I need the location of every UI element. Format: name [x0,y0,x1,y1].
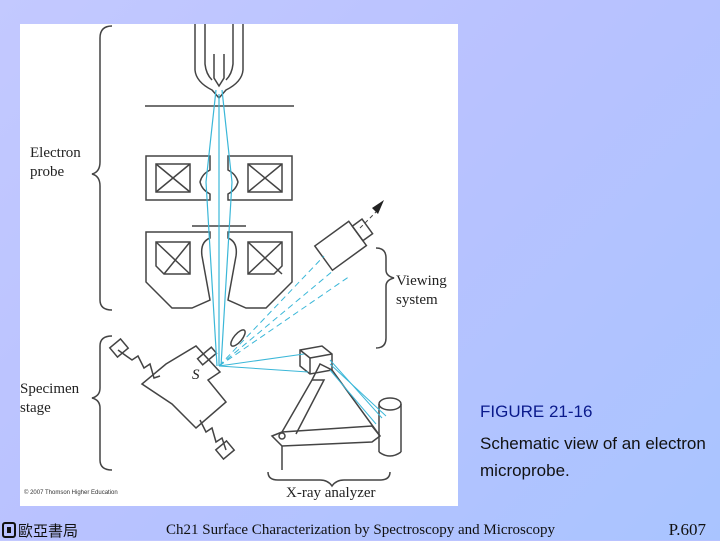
electron-beam [205,89,233,367]
electron-gun [145,24,294,107]
footer-page-number: P.607 [668,520,706,539]
footer-course-title: Ch21 Surface Characterization by Spectro… [166,522,556,538]
viewing-system-brace [375,247,395,349]
figure-caption: Schematic view of an electron microprobe… [480,434,706,480]
publisher-name: 歐亞書局 [18,521,79,540]
diagram-drawing [91,24,402,488]
xray-analyzer-label: X-ray analyzer [286,485,376,501]
electron-probe-label: Electron probe [30,145,81,180]
eye-sight-line [359,209,379,229]
light-rays [218,255,351,367]
electron-probe-brace [91,25,113,311]
eye-icon [372,200,384,214]
microprobe-diagram: Electron probe Viewing system Specimen s… [20,24,458,506]
viewing-optics [230,218,374,347]
specimen-stage-brace [91,335,113,471]
publisher-logo: 歐亞書局 [2,520,78,540]
specimen-symbol: S [192,367,200,383]
publisher-logo-icon [2,522,16,538]
viewing-system-label: Viewing system [396,273,447,308]
specimen-stage-label: Specimen stage [20,381,80,416]
xray-analyzer-brace [267,471,391,488]
copyright-notice: © 2007 Thomson Higher Education [24,490,118,496]
figure-title: FIGURE 21-16 [480,402,593,421]
xray-rays [218,353,387,425]
xray-analyzer [270,345,402,470]
condenser-lens [145,155,293,201]
specimen-stage [108,337,236,461]
